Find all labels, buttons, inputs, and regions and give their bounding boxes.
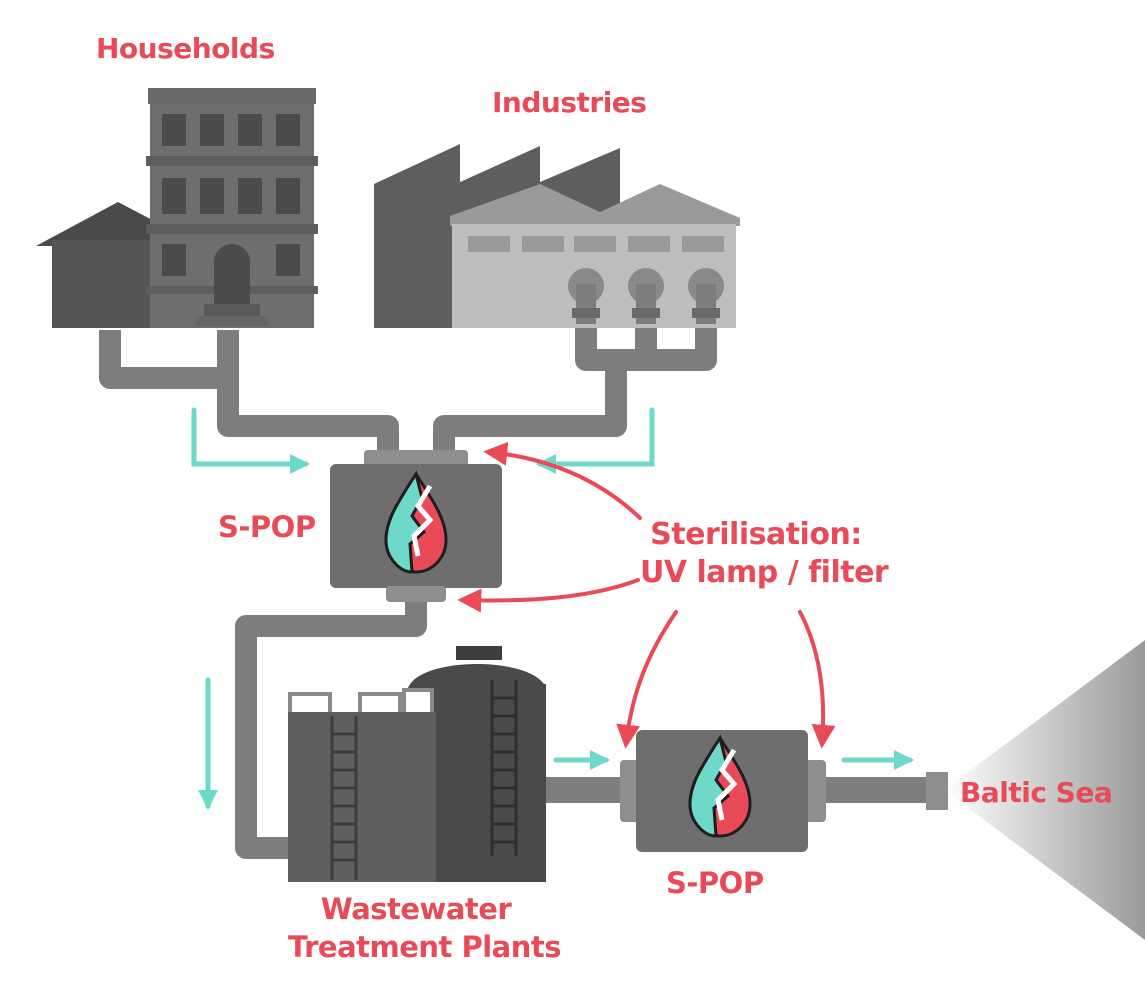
- apartment-windows: [162, 114, 300, 276]
- households-buildings: [36, 88, 318, 328]
- wwtp-ladder-left: [330, 716, 358, 880]
- baltic-sea-label: Baltic Sea: [960, 776, 1113, 809]
- sterilisation-arrows: [457, 441, 836, 749]
- pipes: [99, 318, 930, 859]
- sterilisation-label-line1: Sterilisation:: [650, 517, 862, 552]
- industry-factory: [374, 144, 740, 328]
- sterilisation-label: Sterilisation: UV lamp / filter: [640, 516, 889, 592]
- apartment-ledge-2: [146, 224, 318, 234]
- household-main-pipe: [217, 378, 399, 460]
- outlet-nozzle: [926, 772, 948, 810]
- wastewater-treatment-plant: [288, 646, 546, 882]
- factory-outlets: [568, 268, 724, 324]
- spop-to-wwtp-pipe: [235, 596, 427, 859]
- wwtp-tank-left: [288, 712, 436, 882]
- steril-arrow-right-down: [798, 610, 836, 749]
- spop-top-inlet-cap: [364, 450, 468, 468]
- steril-arrow-left-down: [616, 610, 678, 749]
- industries-label: Industries: [492, 86, 647, 119]
- sterilisation-label-line2: UV lamp / filter: [640, 555, 889, 590]
- flow-arrows: [191, 407, 914, 810]
- small-house-roof: [36, 202, 160, 246]
- spop-bottom-label: S-POP: [666, 866, 764, 900]
- industry-main-pipe: [433, 360, 627, 460]
- factory-windows: [468, 236, 724, 252]
- spop-bottom-right-cap: [804, 760, 826, 822]
- flow-arrow-industries: [536, 407, 655, 474]
- wwtp-dome: [408, 664, 546, 688]
- wwtp-label-line1: Wastewater: [320, 892, 512, 926]
- spop-top-outlet-cap: [386, 586, 446, 602]
- spop-top-drop-icon: [384, 470, 448, 574]
- apartment-top-cap: [148, 88, 316, 104]
- apartment-ledge-1: [146, 156, 318, 166]
- baltic-sea-outlet: [926, 640, 1145, 940]
- wwtp-railings: [288, 688, 434, 712]
- apartment-steps: [204, 304, 260, 316]
- steril-arrow-top: [483, 441, 642, 520]
- wwtp-ladder-right: [490, 680, 518, 856]
- spop-device-top: [330, 450, 502, 602]
- wwtp-dome-cap: [456, 646, 502, 660]
- spop-device-bottom: [620, 730, 826, 852]
- factory-front-roof: [450, 184, 740, 226]
- flow-arrow-households: [191, 407, 310, 474]
- spop-bottom-drop-icon: [688, 734, 752, 838]
- households-label: Households: [96, 32, 275, 65]
- wwtp-label-line2: Treatment Plants: [288, 930, 562, 964]
- apartment-door: [214, 244, 250, 304]
- wwtp-tank-right: [434, 684, 546, 882]
- household-pipe: [99, 330, 239, 389]
- small-house-body: [52, 240, 160, 328]
- wwtp-label: Wastewater Treatment Plants: [288, 890, 562, 966]
- discharge-plume: [944, 640, 1145, 940]
- apartment-steps-base: [196, 316, 268, 326]
- steril-arrow-middle: [457, 578, 640, 613]
- spop-top-label: S-POP: [218, 510, 316, 544]
